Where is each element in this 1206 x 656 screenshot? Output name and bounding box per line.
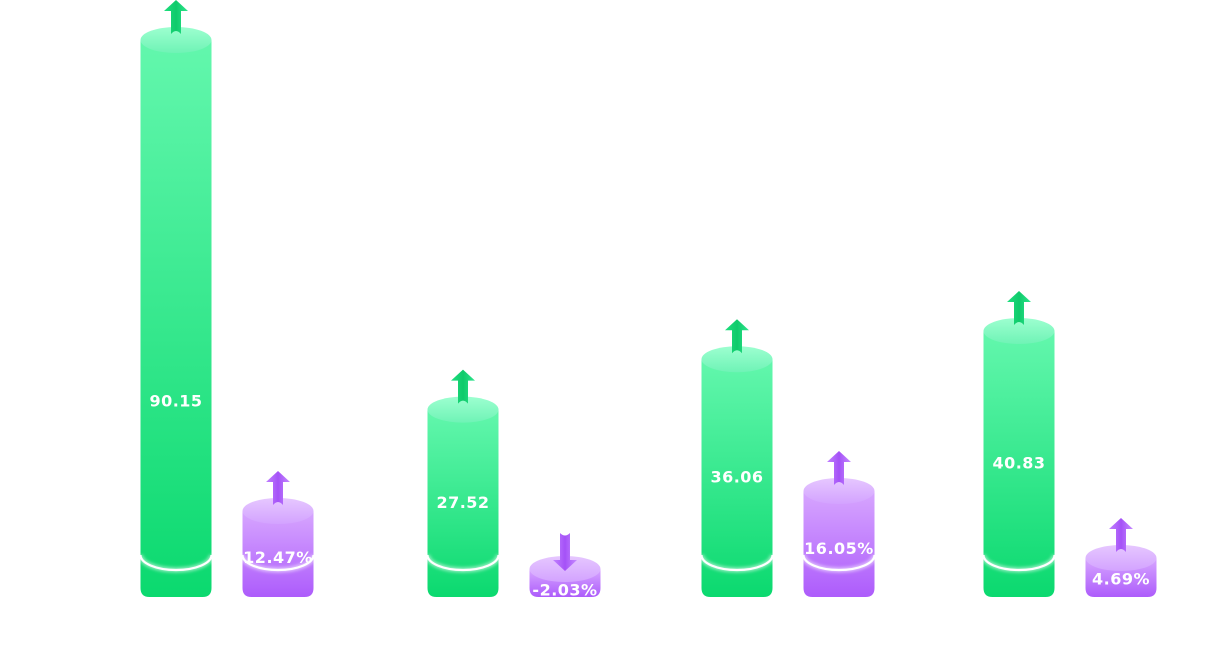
series1-trend-up-icon xyxy=(1007,291,1031,326)
series1-bar-body xyxy=(701,359,773,597)
series2-bar-cap xyxy=(803,478,875,504)
series1-value-label: 90.15 xyxy=(149,392,202,411)
series1-bar-ring xyxy=(426,554,500,572)
series2-bar-2: -2.03% xyxy=(529,533,601,600)
series2-bar-4: 4.69% xyxy=(1085,518,1157,597)
series1-bar-body xyxy=(983,331,1055,597)
series1-bar-cap xyxy=(427,396,499,423)
series1-trend-up-icon xyxy=(451,369,475,404)
series2-bar-ring xyxy=(802,554,876,572)
series2-bar-ring xyxy=(241,554,315,572)
series1-bar-4: 40.83 xyxy=(981,291,1057,597)
series2-bar-3: 16.05% xyxy=(801,451,877,597)
series2-bar-cap xyxy=(1085,545,1157,571)
series1-bar-3: 36.06 xyxy=(699,319,775,597)
series1-bar-ring xyxy=(700,554,774,572)
series1-trend-up-icon xyxy=(725,319,749,354)
series1-bar-body xyxy=(140,40,212,597)
series1-bar-2: 27.52 xyxy=(425,369,501,597)
series2-value-label: -2.03% xyxy=(532,581,597,600)
series2-value-label: 12.47% xyxy=(243,548,313,567)
series1-value-label: 27.52 xyxy=(436,493,489,512)
series2-trend-up-icon xyxy=(827,451,851,485)
series1-bar-cap xyxy=(983,318,1055,345)
series1-bar-ring xyxy=(982,554,1056,572)
series1-bar-body xyxy=(427,409,499,597)
series1-bar-cap xyxy=(701,346,773,373)
series1-value-label: 40.83 xyxy=(992,454,1045,473)
series2-bar-1: 12.47% xyxy=(240,471,316,597)
bars-layer: 90.15 12.47% 27.52 -2.03% 36.06 16.05% 40.83 4.… xyxy=(138,0,1157,600)
series1-value-label: 36.06 xyxy=(710,468,763,487)
series1-trend-up-icon xyxy=(164,0,188,34)
series2-value-label: 16.05% xyxy=(804,539,874,558)
series1-bar-cap xyxy=(140,27,212,53)
series2-bar-body xyxy=(242,511,314,597)
series1-bar-ring xyxy=(139,554,213,572)
series2-trend-up-icon xyxy=(1109,518,1133,552)
series1-bar-1: 90.15 xyxy=(138,0,214,597)
series2-value-label: 4.69% xyxy=(1092,570,1150,589)
series2-trend-down-icon xyxy=(553,533,577,571)
series2-bar-cap xyxy=(242,498,314,524)
series2-trend-up-icon xyxy=(266,471,290,505)
